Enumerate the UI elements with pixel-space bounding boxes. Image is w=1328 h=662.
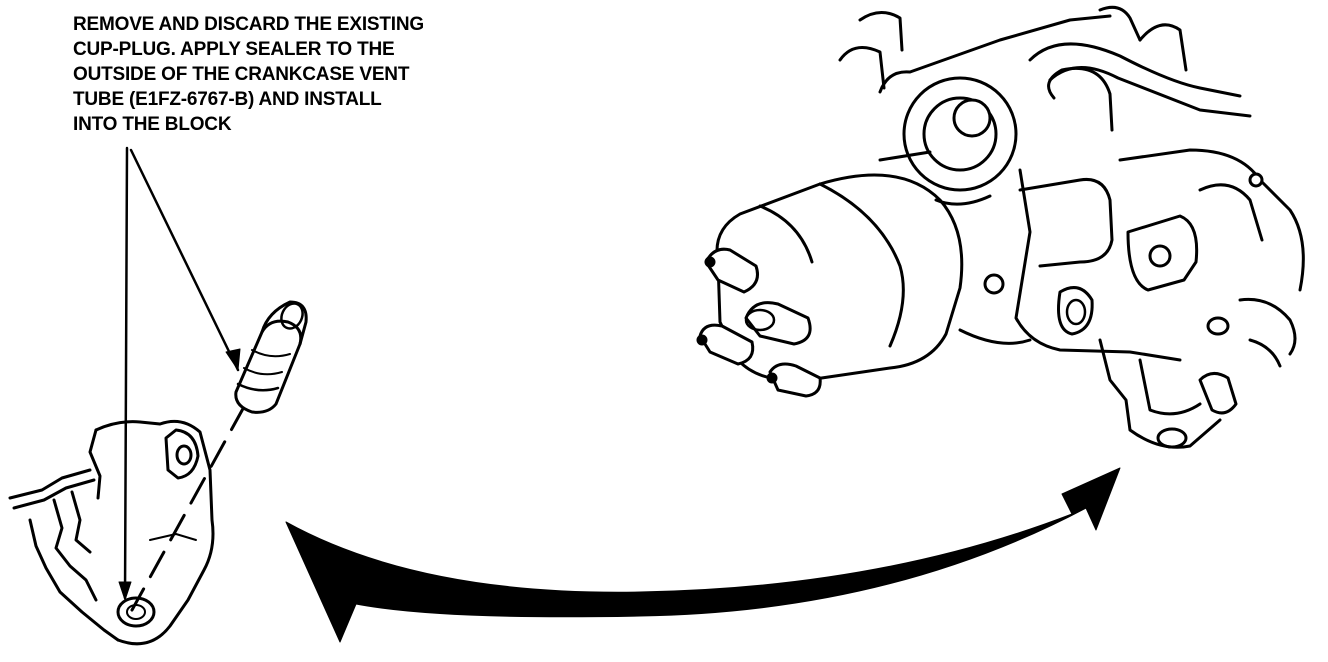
callout-line-2: CUP-PLUG. APPLY SEALER TO THE [73, 39, 395, 60]
leader-lines [118, 146, 241, 601]
callout-line-3: OUTSIDE OF THE CRANKCASE VENT [73, 64, 410, 85]
callout-line-5: INTO THE BLOCK [73, 114, 232, 135]
engine-assembly-icon [696, 5, 1305, 449]
callout-line-1: REMOVE AND DISCARD THE EXISTING [73, 14, 424, 35]
callout-text: REMOVE AND DISCARD THE EXISTING CUP-PLUG… [73, 12, 493, 137]
engine-block-detail-icon [8, 419, 215, 646]
install-path [130, 403, 247, 612]
curved-arrow-icon [285, 467, 1121, 643]
callout-line-4: TUBE (E1FZ-6767-B) AND INSTALL [73, 89, 382, 110]
vent-tube-icon [234, 300, 308, 414]
